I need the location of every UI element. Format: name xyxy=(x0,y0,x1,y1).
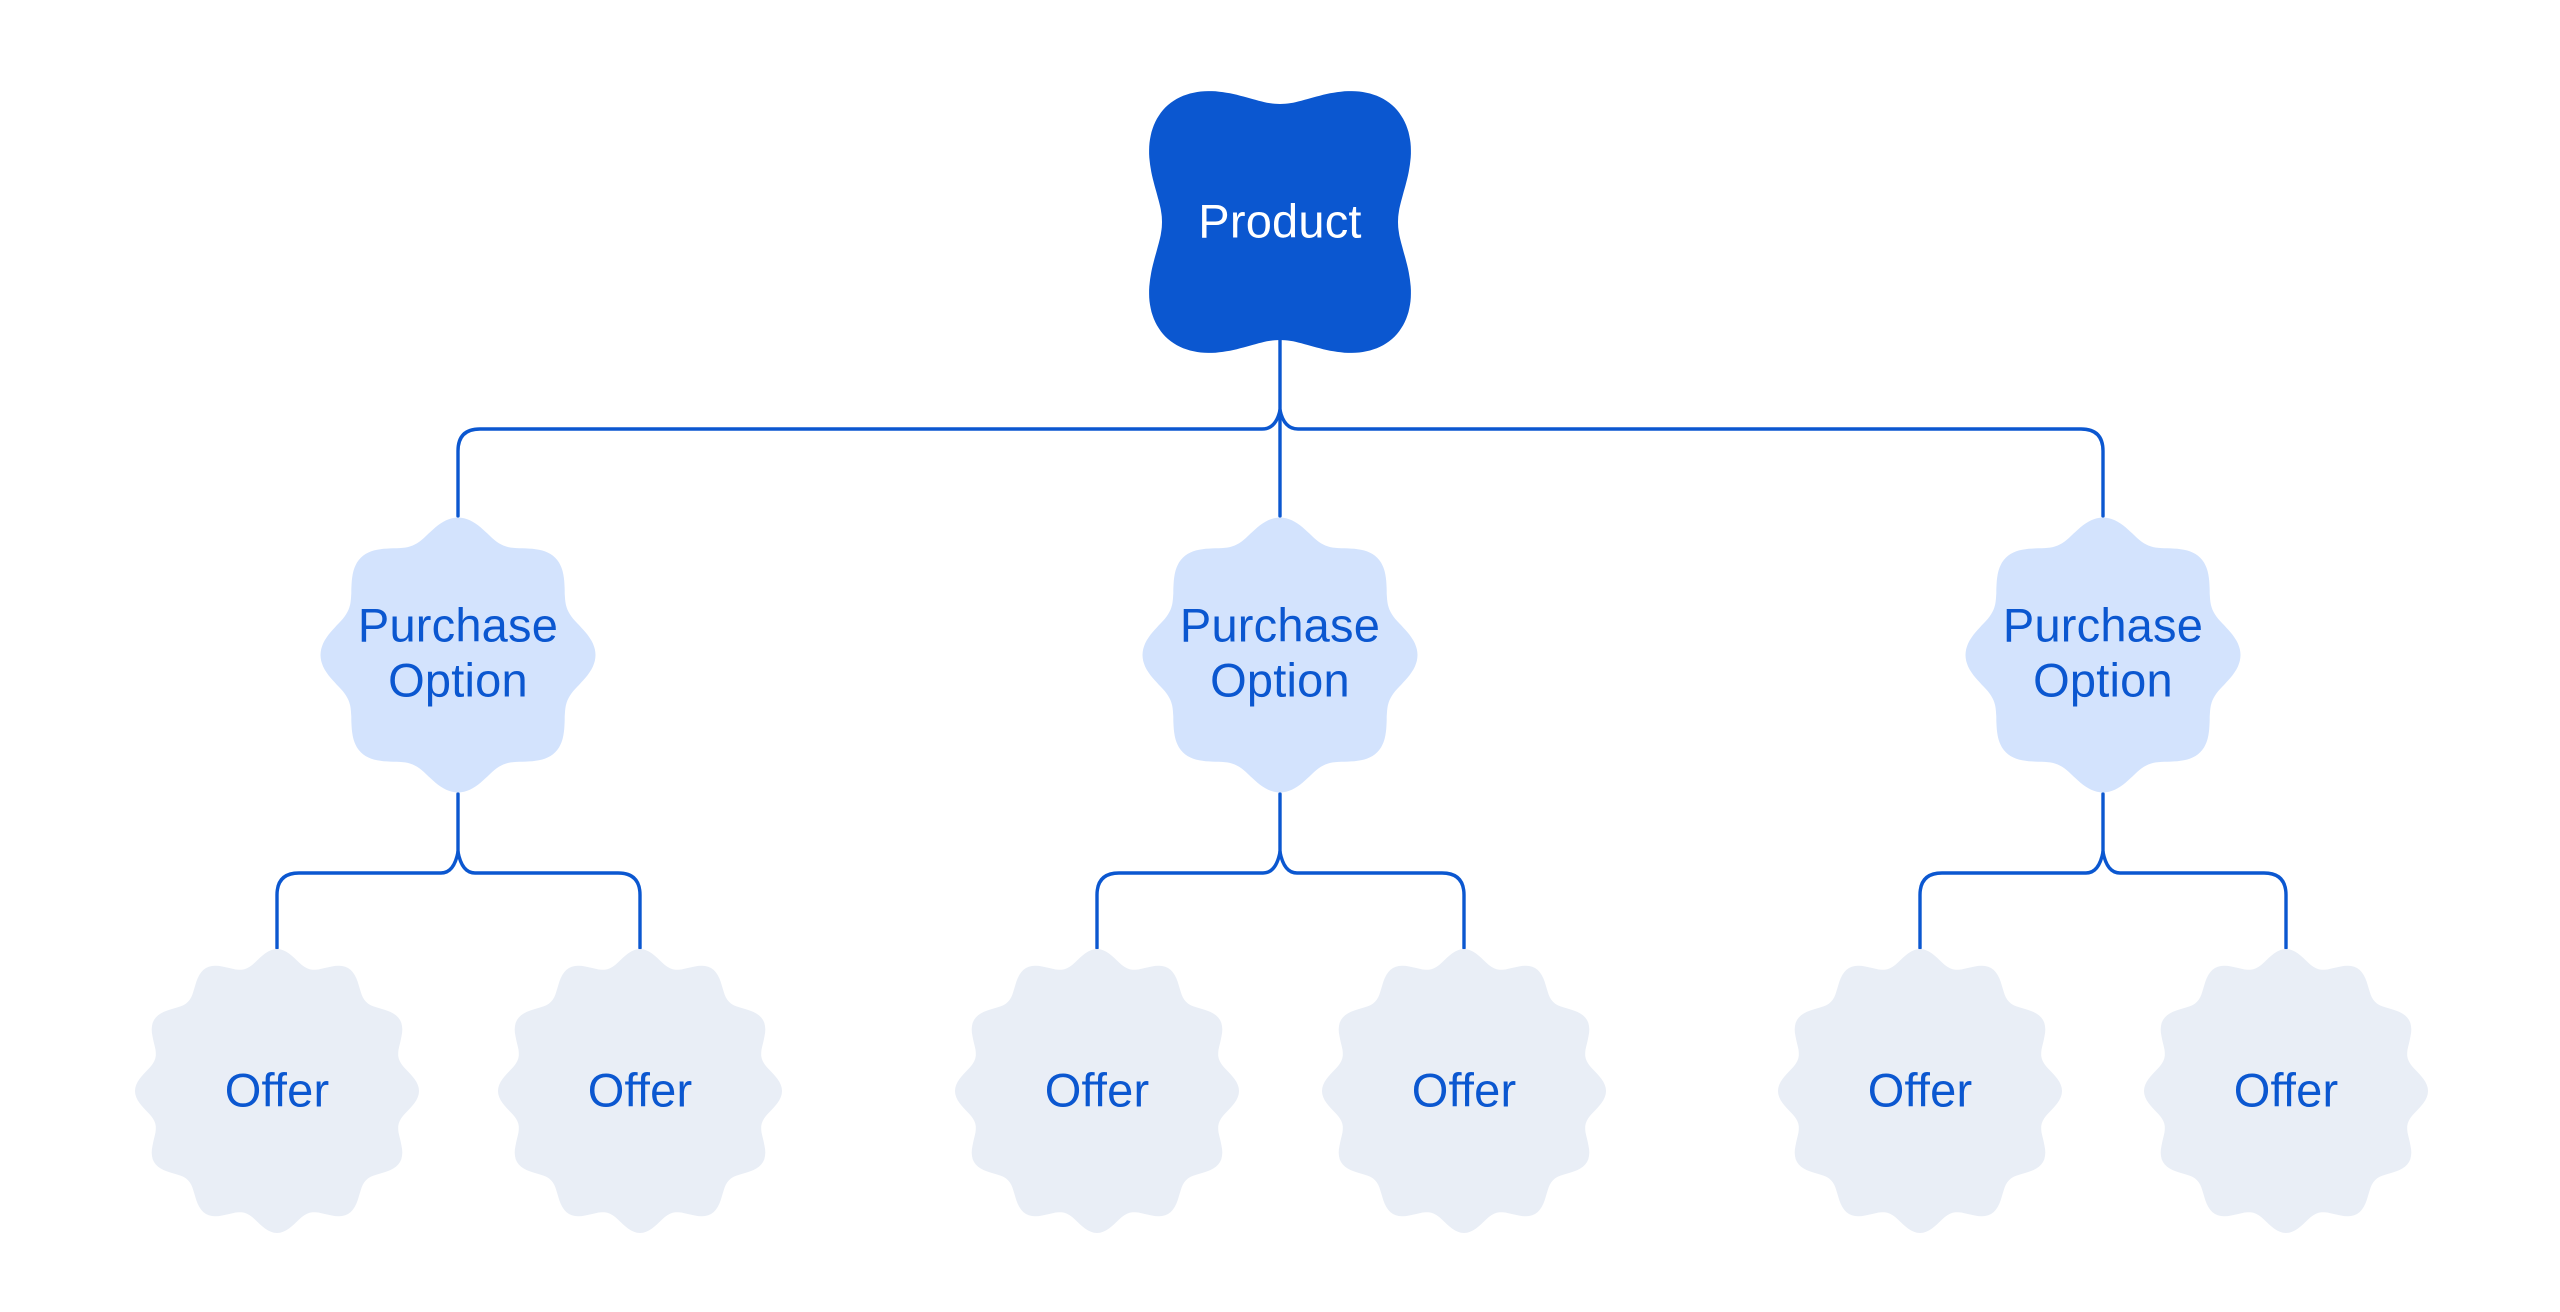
connector-level2-2-left-branch xyxy=(1095,850,1282,950)
connector-level2-1-right-branch xyxy=(456,850,642,950)
connector-level2-1-left-branch xyxy=(275,850,460,950)
purchase-option-node-shape-2 xyxy=(1142,517,1418,793)
connector-level1-right-branch xyxy=(1278,408,2105,518)
purchase-option-node-shape-1 xyxy=(320,517,596,793)
offer-node-shape-3 xyxy=(955,949,1239,1233)
connector-level2-2-right-branch xyxy=(1278,850,1466,950)
offer-node-shape-6 xyxy=(2144,949,2428,1233)
offer-node-shape-4 xyxy=(1322,949,1606,1233)
offer-node-shape-1 xyxy=(135,949,419,1233)
purchase-option-node-shape-3 xyxy=(1965,517,2241,793)
connector-level2-3-right-branch xyxy=(2101,850,2288,950)
product-node-shape xyxy=(1149,91,1411,353)
connector-level2-3-left-branch xyxy=(1918,850,2105,950)
offer-node-shape-2 xyxy=(498,949,782,1233)
offer-node-shape-5 xyxy=(1778,949,2062,1233)
connector-level1-left-branch xyxy=(456,408,1282,518)
